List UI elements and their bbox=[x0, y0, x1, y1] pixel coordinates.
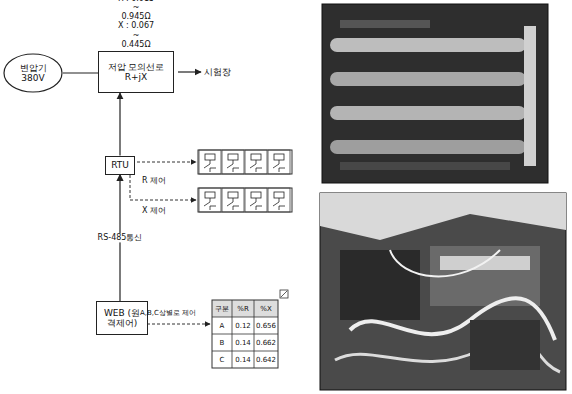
device-box bbox=[340, 250, 420, 320]
relay-bank bbox=[198, 150, 292, 174]
output-arrow bbox=[178, 71, 201, 72]
table-cell: 0.656 bbox=[256, 321, 276, 329]
rack-rail bbox=[340, 162, 510, 170]
window-icon bbox=[280, 290, 288, 298]
table-cell: 0.14 bbox=[235, 355, 251, 363]
table-rule bbox=[212, 317, 278, 318]
relay-symbol bbox=[199, 188, 221, 212]
table-cell: 0.662 bbox=[256, 338, 276, 346]
conductor-tube bbox=[330, 140, 526, 154]
relay-symbol bbox=[268, 150, 290, 174]
table-header-ground bbox=[212, 300, 278, 317]
web-box: WEB (원격제어) bbox=[96, 301, 148, 335]
table-cell: C bbox=[220, 355, 225, 363]
device-box bbox=[470, 320, 540, 370]
control-label: A,B,C상별로 제어 bbox=[140, 309, 196, 317]
conductor-tube bbox=[330, 38, 526, 52]
transformer-oval: 변압기 380V bbox=[3, 53, 63, 93]
table-rule bbox=[232, 300, 233, 368]
table-cell: %R bbox=[237, 304, 249, 312]
node-heading: R : 0.015 ~ 0.945Ω X : 0.067 ~ 0.445Ω bbox=[118, 0, 155, 49]
node-text: 변압기 380V bbox=[13, 63, 53, 84]
connector bbox=[63, 72, 98, 73]
data-table bbox=[212, 290, 288, 368]
table-cell: %X bbox=[260, 304, 271, 312]
photo-ground bbox=[322, 4, 548, 183]
table-frame bbox=[212, 300, 278, 368]
cable bbox=[390, 250, 500, 276]
relay-symbol bbox=[222, 150, 244, 174]
table-rule bbox=[254, 300, 255, 368]
table-cell: 구분 bbox=[215, 304, 229, 312]
node-text: WEB (원격제어) bbox=[100, 308, 144, 329]
panel-lid bbox=[320, 193, 566, 240]
node-text: 저압 모의선로 R+jX bbox=[103, 62, 169, 83]
control-label: X 제어 bbox=[142, 206, 166, 215]
table-cell: A bbox=[220, 321, 225, 329]
conductor-tube bbox=[330, 72, 526, 86]
table-rule bbox=[212, 351, 278, 352]
photo-ground bbox=[320, 193, 566, 390]
table-rule bbox=[212, 334, 278, 335]
ellipse-outline bbox=[4, 54, 62, 92]
window-icon bbox=[281, 291, 287, 297]
node-text: RTU bbox=[111, 160, 129, 170]
relay-bank bbox=[198, 188, 292, 212]
control-line bbox=[137, 162, 196, 163]
photo-frame bbox=[322, 4, 548, 183]
connector bbox=[119, 93, 120, 156]
rtu-box: RTU bbox=[105, 156, 135, 175]
control-line bbox=[130, 175, 196, 200]
relay-symbol bbox=[222, 188, 244, 212]
relay-symbol bbox=[199, 150, 221, 174]
photo-frame bbox=[320, 193, 566, 390]
relay-bank-frame bbox=[198, 150, 292, 174]
table-cell: 0.14 bbox=[235, 338, 251, 346]
line-box: [R+jX]R : 0.015 ~ 0.945Ω X : 0.067 ~ 0.4… bbox=[98, 51, 174, 93]
rack-rail bbox=[340, 20, 430, 28]
busbar bbox=[524, 26, 536, 166]
photo bbox=[320, 193, 566, 390]
connector-label: RS-485통신 bbox=[96, 233, 145, 242]
output-label: 시험장 bbox=[204, 67, 231, 77]
relay-bank-frame bbox=[198, 188, 292, 212]
relay-symbol bbox=[268, 188, 290, 212]
relay-symbol bbox=[245, 188, 267, 212]
control-line bbox=[147, 324, 210, 325]
conductor-tube bbox=[330, 106, 526, 120]
table-cell: 0.642 bbox=[256, 355, 276, 363]
control-label: R 제어 bbox=[142, 176, 166, 185]
photo bbox=[322, 4, 548, 183]
table-cell: 0.12 bbox=[235, 321, 251, 329]
table-cell: B bbox=[220, 338, 225, 346]
relay-symbol bbox=[245, 150, 267, 174]
